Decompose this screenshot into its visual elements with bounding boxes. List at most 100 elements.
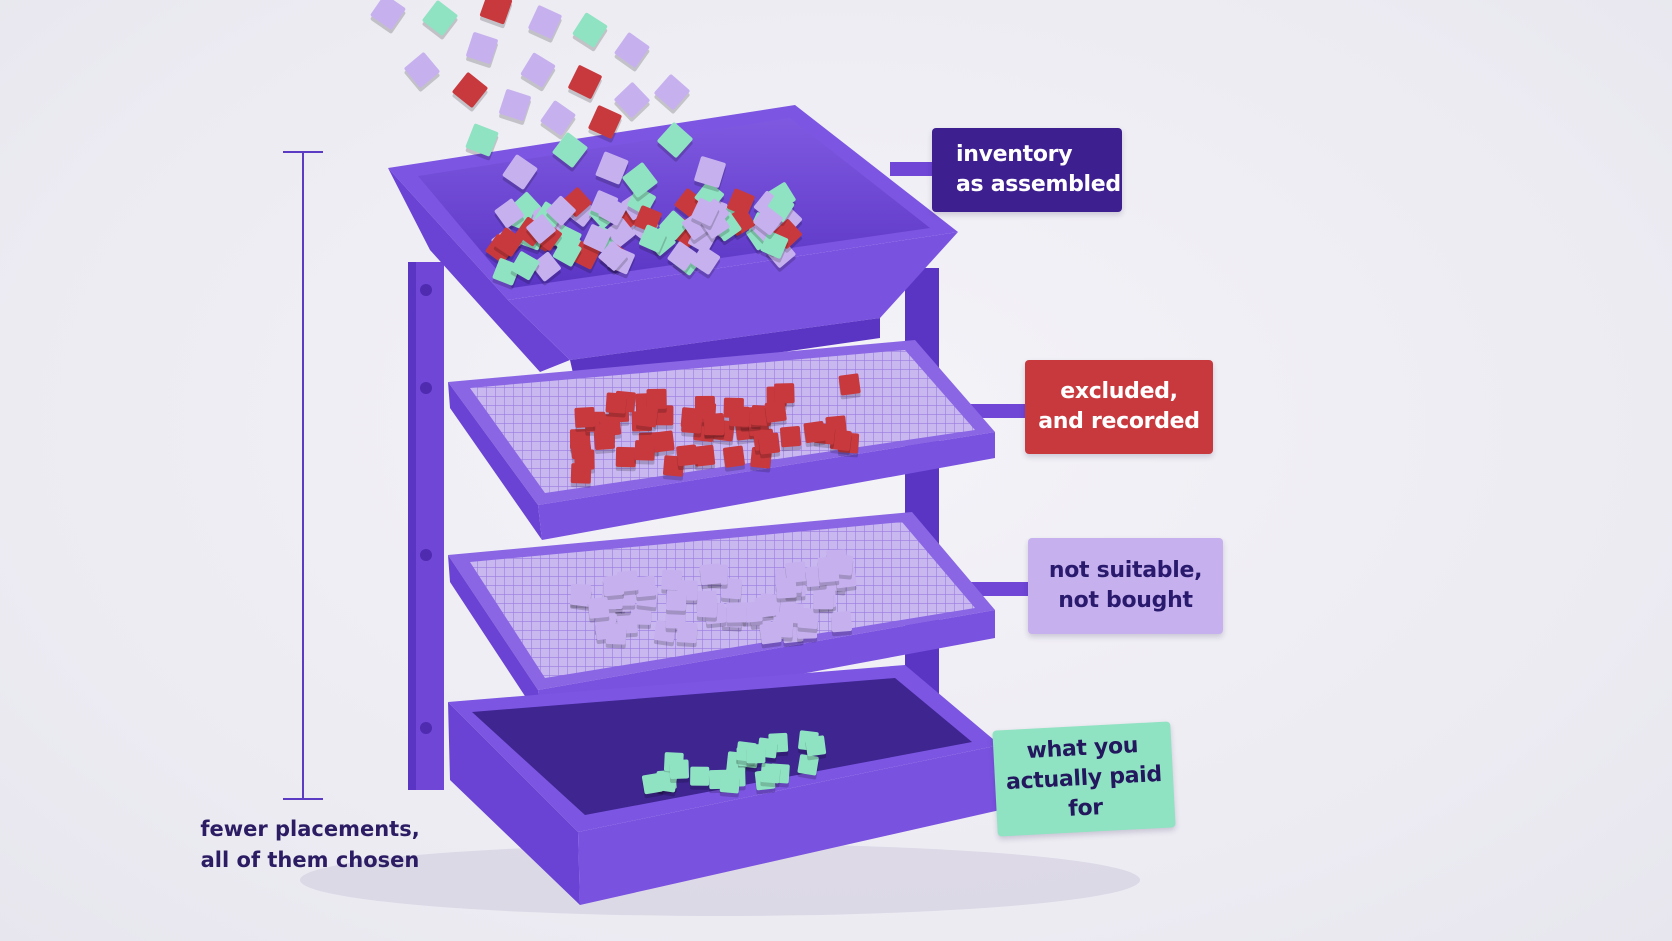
tile bbox=[531, 252, 561, 282]
tile bbox=[452, 72, 488, 108]
tile bbox=[704, 415, 725, 436]
tile bbox=[760, 230, 789, 259]
tile bbox=[759, 622, 782, 645]
tile bbox=[493, 227, 523, 257]
tile bbox=[587, 597, 610, 619]
tray-not-suitable-tiles bbox=[569, 549, 857, 649]
tile bbox=[727, 188, 755, 217]
tile bbox=[690, 766, 710, 786]
tile bbox=[552, 237, 582, 267]
tile bbox=[696, 596, 718, 618]
tile bbox=[719, 773, 740, 794]
drawer-paid-tiles bbox=[641, 730, 827, 799]
tile bbox=[676, 622, 698, 644]
hopper-tiles bbox=[485, 181, 802, 290]
tray-excluded-tiles bbox=[569, 373, 861, 488]
tile bbox=[785, 561, 807, 583]
tile bbox=[803, 421, 826, 444]
tile bbox=[699, 563, 722, 586]
tile bbox=[753, 205, 783, 236]
tile bbox=[746, 744, 766, 764]
drawer-paid bbox=[448, 665, 1000, 905]
tile bbox=[634, 205, 662, 234]
label-excluded: excluded, and recorded bbox=[1025, 360, 1213, 454]
tile bbox=[741, 601, 763, 623]
tile bbox=[691, 198, 720, 227]
tile bbox=[598, 196, 628, 226]
tile bbox=[676, 444, 698, 467]
label-excluded-text: excluded, and recorded bbox=[1038, 379, 1200, 434]
label-paid-text: what you actually paid for bbox=[1005, 733, 1163, 822]
tile bbox=[646, 388, 667, 409]
tile bbox=[540, 100, 576, 136]
tile bbox=[570, 463, 592, 484]
tile bbox=[774, 383, 795, 404]
tile bbox=[641, 772, 664, 795]
tile bbox=[636, 405, 658, 428]
tile bbox=[583, 224, 612, 253]
label-paid: what you actually paid for bbox=[992, 721, 1176, 837]
tile bbox=[370, 0, 406, 30]
tile bbox=[404, 52, 440, 88]
tile bbox=[595, 151, 629, 185]
tile bbox=[499, 89, 531, 121]
tile bbox=[726, 602, 747, 623]
label-not-suitable: not suitable, not bought bbox=[1028, 538, 1223, 634]
tile bbox=[764, 400, 787, 423]
tile bbox=[520, 52, 556, 88]
tile bbox=[654, 74, 690, 110]
tile bbox=[574, 406, 596, 428]
tile bbox=[552, 132, 588, 168]
tile bbox=[465, 123, 499, 157]
label-not-suitable-text: not suitable, not bought bbox=[1048, 558, 1203, 613]
tile bbox=[665, 590, 687, 611]
tile bbox=[779, 426, 802, 448]
tile bbox=[546, 195, 576, 226]
tile bbox=[653, 405, 674, 426]
tile bbox=[528, 5, 562, 39]
tile bbox=[494, 198, 524, 228]
tile bbox=[729, 406, 750, 427]
tile bbox=[657, 122, 693, 158]
label-inventory: inventory as assembled bbox=[932, 128, 1122, 212]
tile bbox=[614, 82, 650, 118]
tile bbox=[605, 623, 627, 645]
tile bbox=[760, 763, 781, 784]
tile bbox=[502, 154, 538, 190]
tile bbox=[669, 759, 690, 779]
tile bbox=[615, 446, 637, 468]
tile bbox=[602, 574, 625, 597]
tile bbox=[829, 429, 852, 451]
tile bbox=[691, 245, 721, 275]
tile bbox=[593, 428, 615, 450]
tile bbox=[694, 156, 726, 188]
tile bbox=[667, 241, 697, 271]
tile bbox=[813, 589, 834, 610]
tile bbox=[572, 12, 608, 48]
tile bbox=[634, 575, 657, 598]
tile bbox=[797, 607, 819, 629]
scale-bar bbox=[283, 151, 323, 800]
tile bbox=[830, 611, 852, 633]
tile bbox=[479, 0, 513, 25]
tile bbox=[588, 105, 622, 139]
tile bbox=[569, 584, 592, 607]
tile bbox=[568, 65, 602, 99]
tile bbox=[693, 444, 716, 467]
tile bbox=[681, 412, 703, 434]
tile bbox=[758, 432, 781, 455]
tile bbox=[817, 561, 840, 583]
tile bbox=[661, 569, 683, 591]
tile bbox=[510, 251, 540, 280]
tile bbox=[466, 32, 498, 64]
tile bbox=[838, 373, 861, 396]
tile bbox=[722, 445, 745, 468]
tile bbox=[422, 0, 458, 36]
tile bbox=[605, 217, 636, 248]
floor-shadow bbox=[300, 844, 1140, 916]
tile bbox=[598, 241, 628, 271]
tile bbox=[775, 577, 797, 599]
tile bbox=[622, 162, 658, 198]
tile bbox=[614, 32, 650, 68]
tile bbox=[639, 224, 667, 253]
